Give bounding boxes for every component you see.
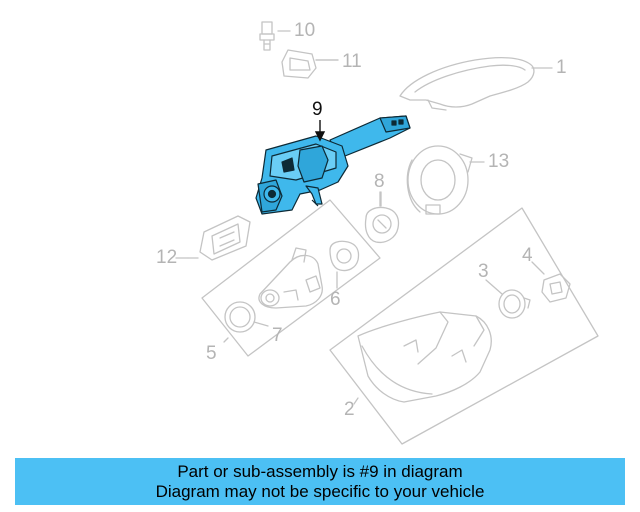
callout-5: 5	[206, 343, 217, 364]
part-5-box	[201, 199, 381, 357]
callout-12: 12	[156, 247, 178, 268]
callout-3: 3	[478, 261, 489, 282]
part-2-lower-cover	[357, 311, 492, 403]
callout-9: 9	[312, 99, 323, 120]
callout-10: 10	[294, 20, 316, 41]
part-12-bracket	[187, 215, 251, 261]
callout-4: 4	[522, 245, 533, 266]
callout-2: 2	[344, 399, 355, 420]
callout-9-arrow	[314, 120, 326, 142]
part-4-sensor	[531, 261, 571, 303]
part-7-ring	[224, 301, 269, 333]
part-11-module	[281, 49, 339, 79]
part-1-upper-cover	[399, 57, 553, 111]
part-10-bolt	[259, 21, 291, 51]
part-8-lock-cylinder	[364, 191, 400, 244]
parts-diagram	[175, 21, 599, 445]
notice-line-2: Diagram may not be specific to your vehi…	[155, 481, 485, 501]
part-9-combination-switch	[255, 115, 411, 215]
callout-8: 8	[374, 171, 385, 192]
callout-6: 6	[330, 289, 341, 310]
notice-banner: Part or sub-assembly is #9 in diagram Di…	[15, 458, 625, 505]
lock-housing	[258, 247, 323, 309]
callout-1: 1	[556, 57, 567, 78]
notice-line-1: Part or sub-assembly is #9 in diagram	[177, 461, 463, 481]
callout-11: 11	[342, 51, 362, 72]
part-3-ring	[485, 279, 531, 319]
part-13-clock-spring	[406, 145, 485, 215]
callout-13: 13	[488, 151, 510, 172]
callout-7: 7	[272, 325, 283, 346]
part-6-ignition-switch	[329, 240, 360, 289]
part-2-box	[329, 207, 599, 445]
